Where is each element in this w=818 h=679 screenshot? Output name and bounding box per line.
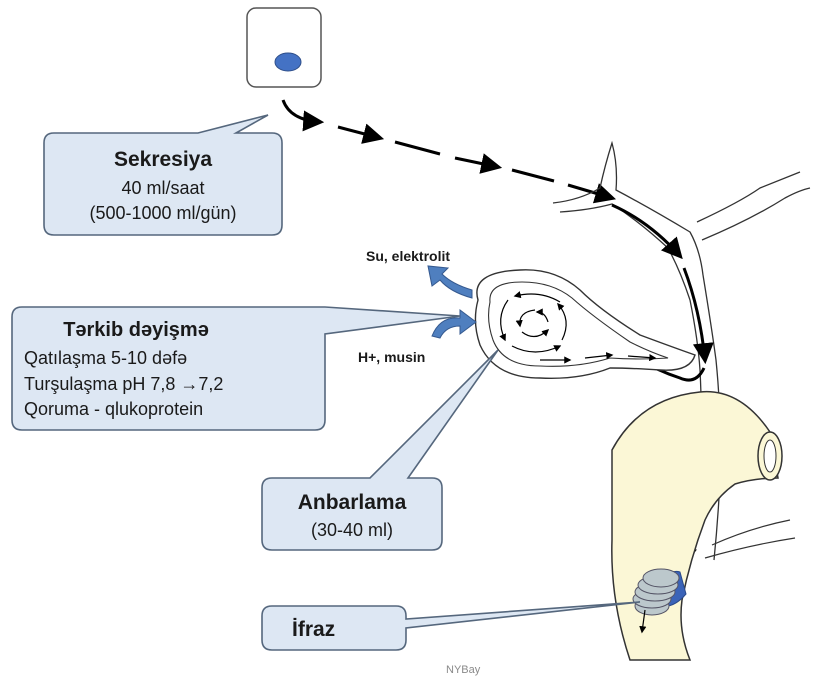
storage-volume: (30-40 ml) xyxy=(311,520,393,540)
water-electrolyte-label: Su, elektrolit xyxy=(366,248,450,264)
gallbladder xyxy=(474,269,696,379)
duodenum xyxy=(611,390,796,661)
composition-callout: Tərkib dəyişmə Qatılaşma 5-10 dəfə Turşu… xyxy=(11,306,461,431)
watermark: NYBay xyxy=(446,664,481,676)
storage-title: Anbarlama xyxy=(298,491,407,514)
secretion-title: Sekresiya xyxy=(114,148,212,171)
secretion-arrow xyxy=(281,99,617,204)
gallbladder-swirl xyxy=(499,291,657,364)
secretion-callout: Sekresiya 40 ml/saat (500-1000 ml/gün) xyxy=(43,114,283,236)
water-outflow-arrow xyxy=(427,265,473,299)
excretion-title: İfraz xyxy=(292,618,335,641)
acid-mucin-label: H+, musin xyxy=(358,349,425,365)
acid-inflow-arrow xyxy=(431,309,477,339)
composition-title: Tərkib dəyişmə xyxy=(63,319,209,341)
cell-nucleus xyxy=(274,52,302,72)
secretion-rate-hour: 40 ml/saat xyxy=(121,178,204,198)
secretion-rate-day: (500-1000 ml/gün) xyxy=(89,203,236,223)
composition-concentration: Qatılaşma 5-10 dəfə xyxy=(24,348,187,368)
excretion-callout: İfraz xyxy=(261,601,641,651)
composition-protection: Qoruma - qlukoprotein xyxy=(24,399,203,419)
composition-acidification: Turşulaşma pH 7,8 →7,2 xyxy=(24,374,223,394)
storage-callout: Anbarlama (30-40 ml) xyxy=(261,349,499,551)
sphincter xyxy=(632,568,687,634)
hepatocyte-cell xyxy=(246,7,322,88)
